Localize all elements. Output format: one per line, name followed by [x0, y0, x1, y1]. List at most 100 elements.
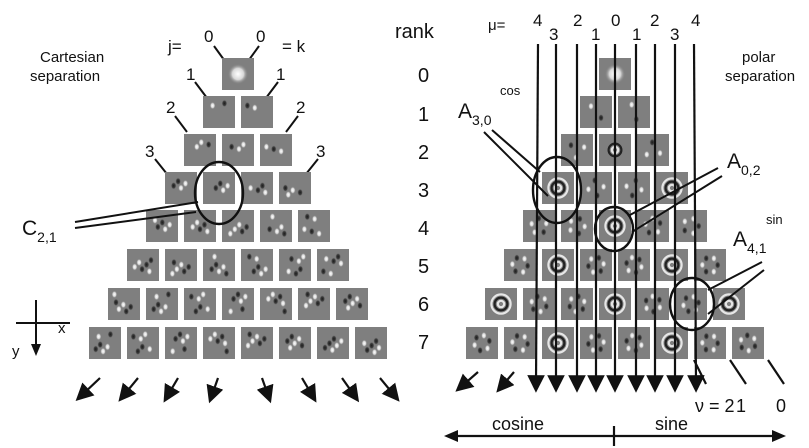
filter-tile — [241, 327, 273, 359]
cosine-label: cosine — [492, 414, 544, 434]
filter-tile — [732, 327, 764, 359]
mu-value-5: 0 — [611, 11, 620, 30]
rank-7: 7 — [418, 332, 429, 354]
filter-tile — [279, 327, 311, 359]
filter-tile — [146, 288, 178, 320]
y-axis-arrow-icon — [31, 344, 41, 356]
filter-tile — [89, 327, 121, 359]
rank-5: 5 — [418, 256, 429, 278]
filter-tile — [279, 172, 311, 204]
filter-tile — [241, 96, 273, 128]
filter-tile — [260, 288, 292, 320]
x-axis-label: x — [58, 320, 66, 337]
right-title-line1: polar — [742, 49, 775, 66]
filter-tile — [618, 172, 650, 204]
mu-label: μ= — [488, 17, 506, 34]
mu-value-3: 2 — [573, 11, 582, 30]
nu-label: ν = 2 — [695, 396, 735, 416]
filter-tile — [184, 288, 216, 320]
nu-value-0: 0 — [776, 396, 786, 416]
rank-3: 3 — [418, 180, 429, 202]
filter-tile — [260, 210, 292, 242]
filter-tile — [618, 96, 650, 128]
a30-superscript: cos — [500, 83, 521, 98]
filter-tile — [279, 249, 311, 281]
rank-4: 4 — [418, 218, 429, 240]
mu-column-arrows — [527, 43, 705, 393]
filter-tile — [260, 134, 292, 166]
filter-tile — [317, 327, 349, 359]
k-index-1: 1 — [276, 65, 285, 84]
filter-tile — [542, 249, 574, 281]
y-axis-label: y — [12, 343, 20, 360]
filter-tile — [108, 288, 140, 320]
xy-axes — [16, 300, 70, 352]
k-index-3: 3 — [316, 142, 325, 161]
filter-tile — [542, 327, 574, 359]
filter-tile — [675, 288, 707, 320]
left-title-line1: Cartesian — [40, 49, 104, 66]
mu-value-7: 2 — [650, 11, 659, 30]
filter-tile — [485, 288, 517, 320]
index-leader-lines — [154, 45, 319, 175]
cartesian-filter-pyramid — [89, 58, 387, 359]
filter-tile — [127, 249, 159, 281]
filter-tile — [618, 249, 650, 281]
mu-value-9: 4 — [691, 11, 700, 30]
filter-tile — [203, 327, 235, 359]
filter-tile — [203, 249, 235, 281]
k-index-2: 2 — [296, 98, 305, 117]
a41-superscript: sin — [766, 212, 783, 227]
mu-value-6: 1 — [632, 25, 641, 44]
filter-tile — [542, 172, 574, 204]
filter-tile — [165, 249, 197, 281]
c21-label: C2,1 — [22, 217, 57, 245]
filter-tile — [336, 288, 368, 320]
mu-value-8: 3 — [670, 25, 679, 44]
k-index-0: 0 — [256, 27, 265, 46]
left-panel: Cartesian separation j= = k 0 1 2 3 0 1 … — [12, 27, 400, 404]
filter-tile — [241, 172, 273, 204]
filter-tile — [317, 249, 349, 281]
filter-tile — [203, 172, 235, 204]
mu-value-2: 3 — [549, 25, 558, 44]
filter-tile — [466, 327, 498, 359]
mu-value-1: 4 — [533, 11, 542, 30]
filter-tile — [637, 210, 669, 242]
filter-tile — [523, 210, 555, 242]
filter-tile — [637, 134, 669, 166]
filter-tile — [504, 249, 536, 281]
filter-tile — [618, 327, 650, 359]
filter-tile — [675, 210, 707, 242]
filter-tile — [298, 210, 330, 242]
filter-tile — [127, 327, 159, 359]
filter-tile — [165, 172, 197, 204]
rank-0: 0 — [418, 65, 429, 87]
rank-2: 2 — [418, 142, 429, 164]
filter-tile — [713, 288, 745, 320]
j-index-1: 1 — [186, 65, 195, 84]
filter-tile — [222, 58, 254, 90]
mu-value-4: 1 — [591, 25, 600, 44]
filter-tile — [222, 288, 254, 320]
filter-tile — [637, 288, 669, 320]
sine-label: sine — [655, 414, 688, 434]
nu-value-1: 1 — [736, 396, 746, 416]
a02-label: A0,2 — [727, 150, 761, 178]
filter-tile — [241, 249, 273, 281]
j-index-3: 3 — [145, 142, 154, 161]
right-title-line2: separation — [725, 68, 795, 85]
nu-diagonal-arrows — [455, 359, 785, 393]
left-title-line2: separation — [30, 68, 100, 85]
filter-tile — [656, 327, 688, 359]
filter-tile — [184, 134, 216, 166]
left-bottom-arrows — [75, 377, 400, 404]
a41-leader — [707, 261, 765, 315]
rank-header: rank — [395, 21, 435, 43]
a30-leader — [483, 129, 549, 197]
j-index-0: 0 — [204, 27, 213, 46]
filter-tile — [203, 96, 235, 128]
filter-tile — [694, 249, 726, 281]
